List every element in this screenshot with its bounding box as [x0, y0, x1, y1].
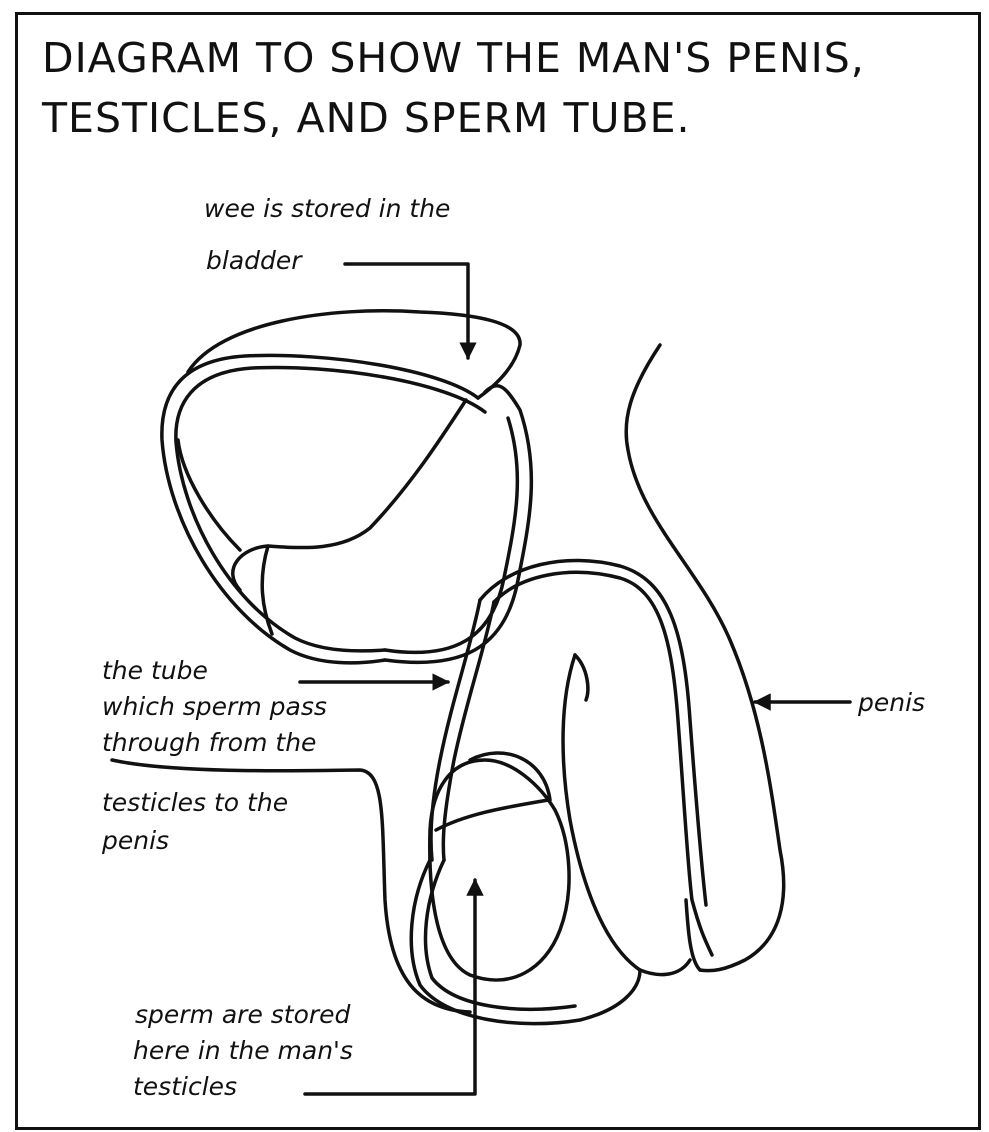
testicles-label-line-1: sperm are stored: [135, 998, 350, 1031]
bladder-label-line-2: bladder: [206, 244, 302, 277]
bladder-outline: [188, 311, 520, 398]
sperm-tube-label-line-3: through from the: [102, 726, 316, 759]
diagram-title-line-1: DIAGRAM TO SHOW THE MAN'S PENIS,: [42, 34, 865, 82]
sperm-tube-label-line-2: which sperm pass: [102, 690, 327, 723]
scrotum-outline: [411, 860, 640, 1024]
penis-label: penis: [858, 686, 925, 719]
penis-outline: [626, 345, 784, 971]
testicles-label-line-2: here in the man's: [133, 1034, 353, 1067]
bladder-body: [162, 355, 478, 662]
bladder-label-line-1: wee is stored in the: [204, 192, 450, 225]
testicles-label-line-3: testicles: [133, 1070, 237, 1103]
bladder-sac: [233, 400, 466, 590]
sperm-tube-label-line-5: penis: [102, 824, 169, 857]
sperm-tube-label-line-4: testicles to the: [102, 786, 288, 819]
sperm-tube-label-line-1: the tube: [102, 654, 208, 687]
bladder-inner: [176, 367, 485, 650]
diagram-title-line-2: TESTICLES, AND SPERM TUBE.: [42, 94, 691, 142]
